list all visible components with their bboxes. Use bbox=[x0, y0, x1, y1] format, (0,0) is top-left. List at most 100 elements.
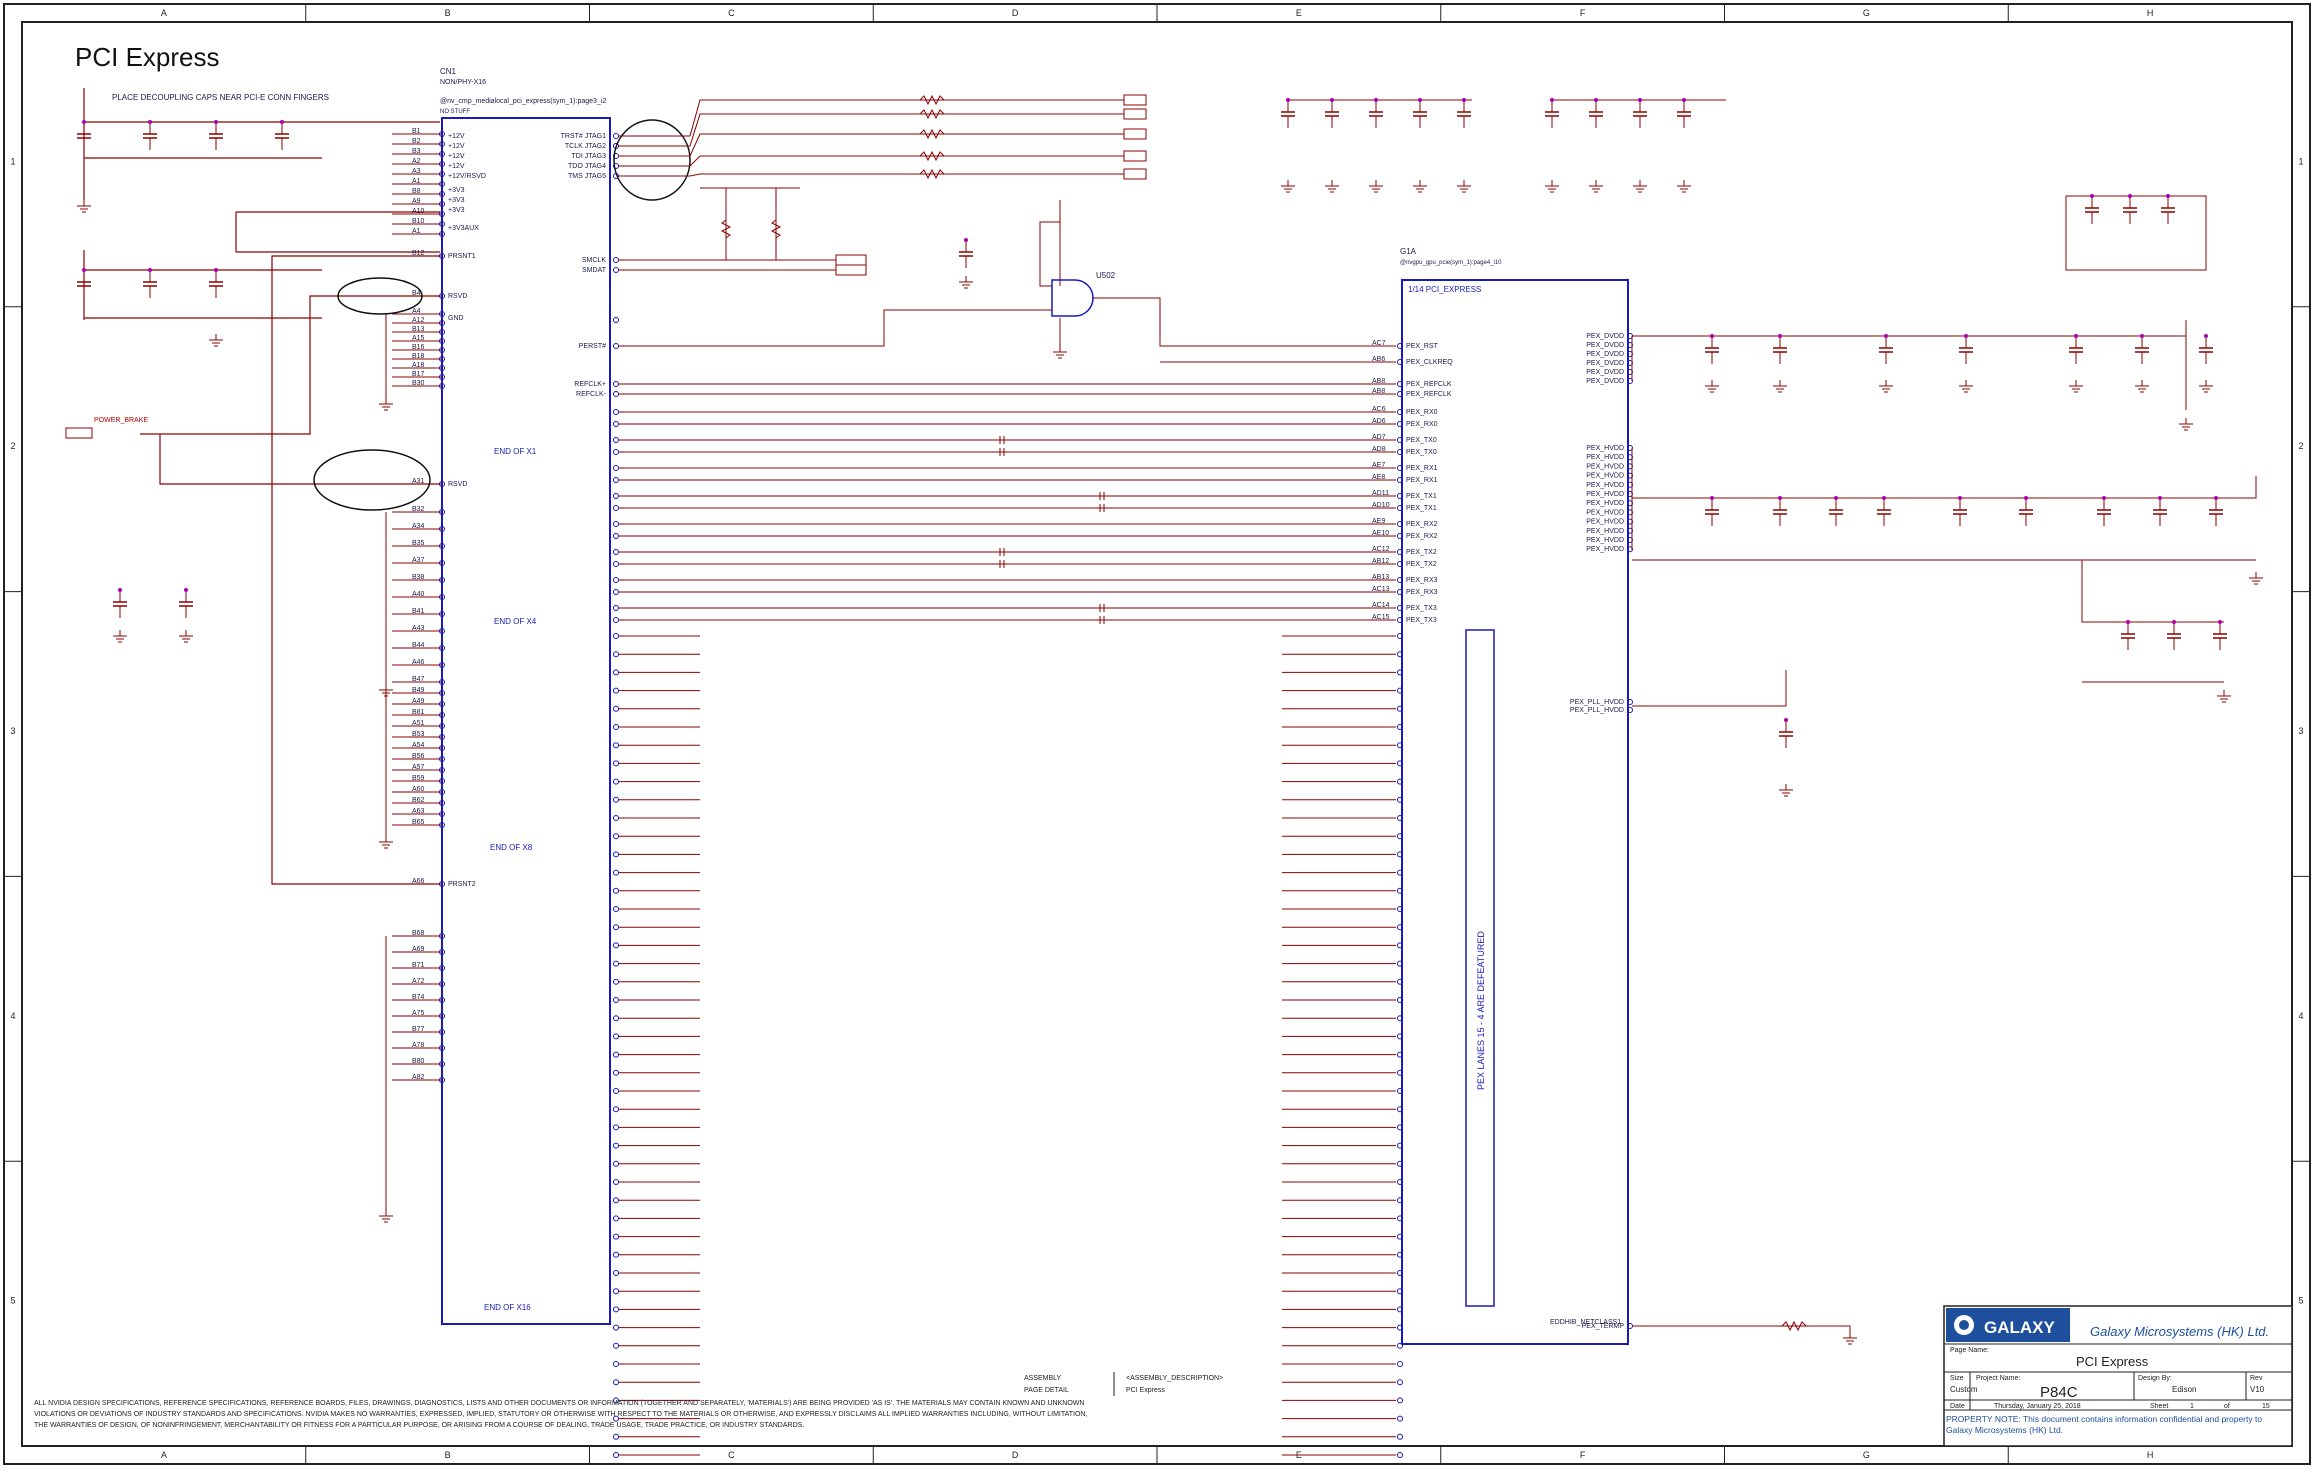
junction-dot bbox=[1778, 496, 1782, 500]
pll-rail bbox=[1632, 670, 1787, 707]
power-brake-label: POWER_BRAKE bbox=[94, 417, 148, 424]
connector-pin bbox=[613, 796, 619, 803]
grid-col-label-bottom: A bbox=[161, 1450, 167, 1460]
gpu-pin bbox=[1397, 1397, 1403, 1404]
end-of-x16: END OF X16 bbox=[484, 1303, 531, 1312]
gpu-pin bbox=[1397, 521, 1403, 527]
junction-dot bbox=[1330, 98, 1334, 102]
gpu-pin bbox=[1397, 343, 1403, 349]
gpu-power-label: PEX_HVDD bbox=[1586, 491, 1624, 498]
connector-pin-number: A51 bbox=[412, 720, 425, 727]
grid-row-label-left: 1 bbox=[10, 156, 15, 166]
gpu-net-label: PEX_REFCLK bbox=[1406, 391, 1452, 398]
connector-pin bbox=[613, 1288, 619, 1295]
junction-dot bbox=[1710, 334, 1714, 338]
connector-pin-number: A9 bbox=[412, 198, 421, 205]
connector-right-label: TRST# JTAG1 bbox=[561, 133, 606, 140]
connector-pin-number: B74 bbox=[412, 994, 425, 1001]
connector-pin-number: B56 bbox=[412, 753, 425, 760]
connector-pin bbox=[439, 822, 445, 828]
connector-pin-number: B30 bbox=[412, 380, 425, 387]
junction-dot bbox=[1882, 496, 1886, 500]
grid-row-label-right: 3 bbox=[2298, 726, 2303, 736]
outer-frame bbox=[3, 3, 2311, 1465]
gpu-pin bbox=[1397, 577, 1403, 583]
cn1-part: NON/PHY-X16 bbox=[440, 79, 486, 86]
connector-net-label: +3V3 bbox=[448, 187, 465, 194]
gpu-pin-number: AE9 bbox=[1372, 518, 1385, 525]
connector-pin bbox=[439, 356, 445, 362]
junction-dot bbox=[2172, 620, 2176, 624]
connector-pin bbox=[613, 449, 619, 455]
gpu-title: 1/14 PCI_EXPRESS bbox=[1408, 285, 1481, 294]
assembly-desc: <ASSEMBLY_DESCRIPTION> bbox=[1126, 1375, 1223, 1382]
hvdd-rail bbox=[1632, 476, 2257, 499]
connector-pin bbox=[613, 651, 619, 658]
gpu-power-label: PEX_HVDD bbox=[1586, 454, 1624, 461]
connector-pin bbox=[439, 161, 445, 167]
connector-pin bbox=[439, 767, 445, 773]
connector-net-label: PRSNT2 bbox=[448, 881, 476, 888]
cn1-ref: CN1 bbox=[440, 67, 457, 76]
connector-pin bbox=[613, 1015, 619, 1022]
connector-pin-number: B77 bbox=[412, 1026, 425, 1033]
connector-pin bbox=[439, 347, 445, 353]
connector-right-label: SMDAT bbox=[582, 267, 607, 274]
gpu-pin bbox=[1397, 1361, 1403, 1367]
grid-row-label-right: 4 bbox=[2298, 1011, 2303, 1021]
connector-pin-number: B59 bbox=[412, 775, 425, 782]
grid-col-label-top: F bbox=[1580, 8, 1586, 18]
page-name: PCI Express bbox=[2076, 1354, 2149, 1369]
junction-dot bbox=[1958, 496, 1962, 500]
gpu-pin bbox=[1397, 589, 1403, 595]
connector-net-label: +3V3AUX bbox=[448, 225, 479, 232]
gpu-pin-number: AE7 bbox=[1372, 462, 1385, 469]
decoupling-note: PLACE DECOUPLING CAPS NEAR PCI-E CONN FI… bbox=[112, 93, 329, 102]
connector-pin bbox=[613, 960, 619, 967]
connector-pin-number: A1 bbox=[412, 228, 421, 235]
connector-pin-number: B68 bbox=[412, 930, 425, 937]
connector-pin bbox=[439, 701, 445, 707]
gpu-net-label: PEX_RX0 bbox=[1406, 421, 1438, 428]
gpu-pin bbox=[1397, 561, 1403, 567]
gpu-symbol: @nvgpu_gpu_pcie(sym_1):page4_i10 bbox=[1400, 260, 1502, 266]
connector-pin-number: A82 bbox=[412, 1074, 425, 1081]
gpu-pin bbox=[1397, 359, 1403, 365]
connector-pin bbox=[613, 1106, 619, 1113]
connector-pin bbox=[613, 617, 619, 623]
connector-pin bbox=[613, 1324, 619, 1331]
property-note: PROPERTY NOTE: This document contains in… bbox=[1946, 1414, 2263, 1435]
grid-col-label-top: E bbox=[1296, 8, 1302, 18]
connector-pin-number: A46 bbox=[412, 659, 425, 666]
gpu-pin bbox=[1397, 1433, 1403, 1440]
connector-pin bbox=[613, 1069, 619, 1076]
connector-pin bbox=[613, 978, 619, 985]
gpu-pin bbox=[1397, 391, 1403, 397]
gpu-pin-number: AD10 bbox=[1372, 502, 1390, 509]
u502-ref: U502 bbox=[1096, 271, 1116, 280]
connector-pin bbox=[439, 383, 445, 389]
junction-dot bbox=[1374, 98, 1378, 102]
connector-pin bbox=[439, 811, 445, 817]
defeatured-label: PEX LANES 15 - 4 ARE DEFEATURED bbox=[1476, 931, 1486, 1090]
connector-pin bbox=[613, 257, 619, 263]
gpu-net-label: PEX_TX2 bbox=[1406, 549, 1437, 556]
resistor-icon bbox=[919, 150, 945, 162]
connector-pin-number: A57 bbox=[412, 764, 425, 771]
of-value: 15 bbox=[2262, 1403, 2270, 1410]
connector-pin-number: B81 bbox=[412, 709, 425, 716]
connector-right-label: TDO JTAG4 bbox=[568, 163, 606, 170]
project-name: P84C bbox=[2040, 1384, 2078, 1401]
gpu-power-label: PEX_PLL_HVDD bbox=[1570, 699, 1624, 706]
connector-pin-number: A2 bbox=[412, 158, 421, 165]
gpu-power-label: PEX_DVDD bbox=[1586, 333, 1624, 340]
connector-net-label: RSVD bbox=[448, 293, 467, 300]
gpu-pin bbox=[1397, 505, 1403, 511]
grid-col-label-bottom: H bbox=[2147, 1450, 2154, 1460]
grid-row-label-left: 3 bbox=[10, 726, 15, 736]
date-label: Date bbox=[1950, 1403, 1965, 1410]
sheet-label: Sheet bbox=[2150, 1403, 2168, 1410]
connector-pin-number: A78 bbox=[412, 1042, 425, 1049]
junction-dot bbox=[2090, 194, 2094, 198]
connector-pin bbox=[439, 662, 445, 668]
